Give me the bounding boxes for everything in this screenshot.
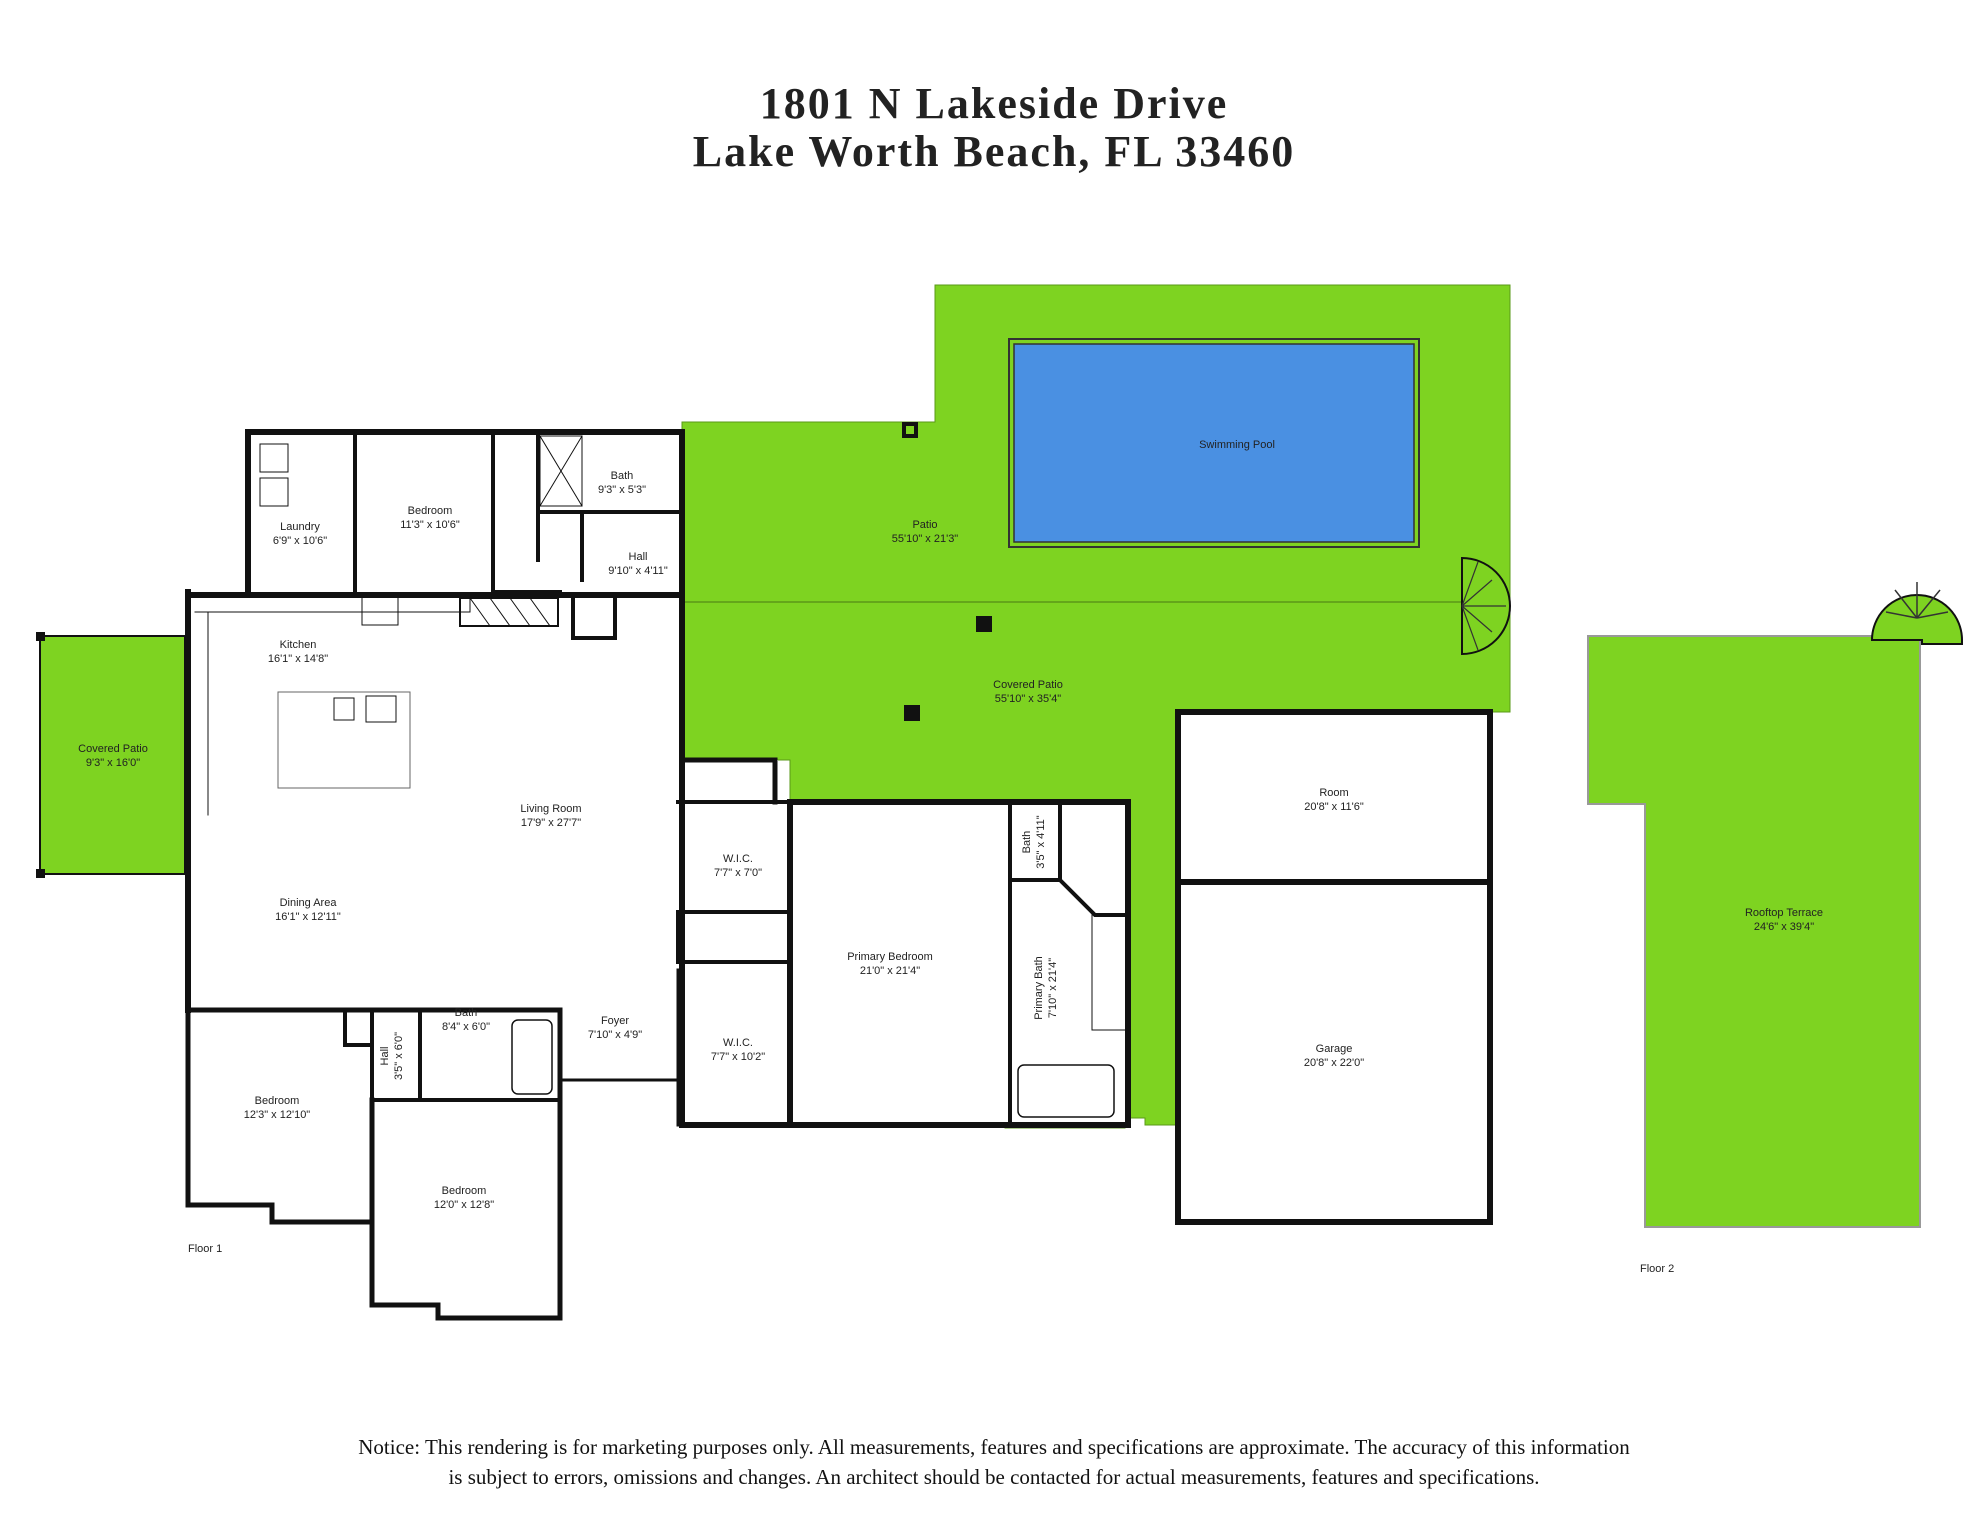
floor-2-label: Floor 2 bbox=[1640, 1263, 1674, 1275]
main-living-fill bbox=[188, 592, 682, 1010]
patio-post bbox=[36, 869, 45, 878]
wall-internal-top bbox=[353, 430, 684, 594]
shower bbox=[539, 435, 583, 507]
wic-2-label: W.I.C.7'7" x 10'2" bbox=[711, 1037, 765, 1063]
wall-bedrooms bbox=[185, 1007, 563, 1321]
walls bbox=[185, 429, 1493, 1321]
swimming-pool bbox=[1013, 343, 1415, 543]
spiral-stair-rooftop bbox=[1870, 594, 1963, 645]
wic-1-label: W.I.C.7'7" x 7'0" bbox=[714, 853, 762, 879]
garage-block-fill bbox=[1178, 712, 1490, 1222]
wall-wic-closet bbox=[679, 757, 778, 805]
pool-outline bbox=[1008, 338, 1420, 548]
spiral-steps bbox=[1461, 561, 1506, 651]
address-city: Lake Worth Beach, FL 33460 bbox=[692, 127, 1296, 176]
patio-post-inner bbox=[906, 426, 914, 434]
tub-small bbox=[511, 1019, 553, 1095]
disclaimer-line-2: is subject to errors, omissions and chan… bbox=[448, 1465, 1540, 1489]
island-cooktop bbox=[365, 695, 397, 723]
disclaimer-line-1: Notice: This rendering is for marketing … bbox=[358, 1435, 1630, 1459]
washer bbox=[259, 443, 289, 473]
disclaimer-notice: Notice: This rendering is for marketing … bbox=[0, 1432, 1988, 1492]
foyer-fill bbox=[560, 1010, 678, 1082]
covered-patio-left-area bbox=[39, 635, 186, 875]
spiral-steps bbox=[1885, 582, 1949, 619]
island-sink bbox=[333, 697, 355, 721]
swimming-pool-label: Swimming Pool bbox=[1199, 439, 1275, 451]
shower-x bbox=[539, 435, 583, 507]
wall-foyer bbox=[558, 968, 680, 1127]
wall-bedrooms-internal bbox=[343, 1008, 562, 1102]
patio-post bbox=[976, 616, 992, 632]
floor-1-label: Floor 1 bbox=[188, 1243, 222, 1255]
fireplace bbox=[459, 597, 559, 627]
address-street: 1801 N Lakeside Drive bbox=[759, 79, 1229, 128]
dryer bbox=[259, 477, 289, 507]
fireplace-hatch bbox=[469, 597, 551, 627]
wall-wic bbox=[676, 800, 792, 964]
wall-garage-block bbox=[1175, 709, 1493, 1225]
stove bbox=[361, 596, 399, 626]
wic-top-fill bbox=[678, 760, 778, 802]
patio-post bbox=[36, 632, 45, 641]
address-title: 1801 N Lakeside Drive Lake Worth Beach, … bbox=[0, 80, 1988, 176]
primary-vanity bbox=[1091, 914, 1127, 1031]
bathtub bbox=[1017, 1064, 1115, 1118]
patio-post bbox=[904, 705, 920, 721]
closet-small bbox=[571, 594, 617, 640]
kitchen-island bbox=[277, 691, 411, 789]
